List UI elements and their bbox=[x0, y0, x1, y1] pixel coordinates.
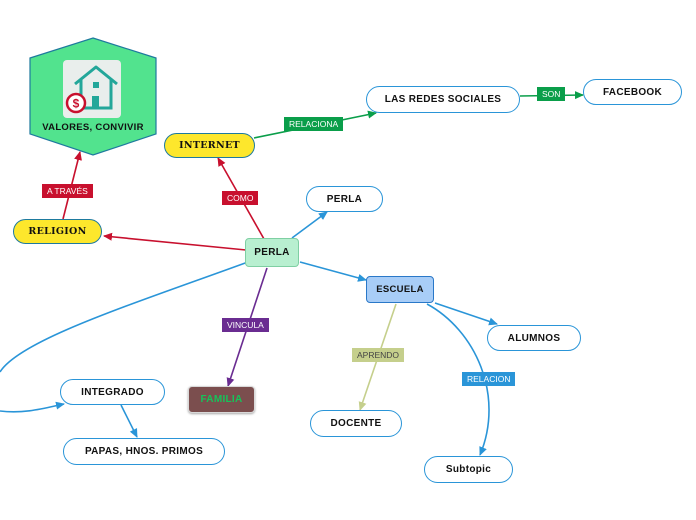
node-alumnos[interactable]: ALUMNOS bbox=[487, 325, 581, 351]
edge-label-como: COMO bbox=[222, 191, 259, 205]
node-las-redes-sociales[interactable]: LAS REDES SOCIALES bbox=[366, 86, 520, 113]
node-religion[interactable]: RELIGION bbox=[13, 219, 102, 244]
svg-text:$: $ bbox=[73, 97, 80, 111]
edge-escuela-alumnos bbox=[434, 302, 498, 326]
node-perla-top[interactable]: PERLA bbox=[306, 186, 383, 212]
edge-label-a-traves: A TRAVÉS bbox=[42, 184, 93, 198]
edge-label-relaciona: RELACIONA bbox=[284, 117, 344, 131]
node-subtopic[interactable]: Subtopic bbox=[424, 456, 513, 483]
node-internet[interactable]: INTERNET bbox=[164, 133, 255, 158]
edge-label-vincula: VINCULA bbox=[222, 318, 269, 332]
node-facebook[interactable]: FACEBOOK bbox=[583, 79, 682, 105]
edge-integrado-incoming bbox=[0, 401, 65, 413]
house-dollar-icon: $ bbox=[63, 60, 121, 118]
node-familia[interactable]: FAMILIA bbox=[188, 386, 255, 413]
edge-label-aprendo: APRENDO bbox=[352, 348, 405, 362]
edge-perla-escuela bbox=[299, 261, 367, 282]
edge-escuela-subtopic bbox=[426, 303, 490, 456]
edge-label-son: SON bbox=[537, 87, 566, 101]
node-papas-hnos-primos[interactable]: PAPAS, HNOS. PRIMOS bbox=[63, 438, 225, 465]
edge-perla-religion bbox=[103, 232, 247, 251]
edge-perla-perlatop bbox=[291, 211, 328, 239]
node-integrado[interactable]: INTEGRADO bbox=[60, 379, 165, 405]
node-escuela[interactable]: ESCUELA bbox=[366, 276, 434, 303]
edge-integrado-papas bbox=[120, 404, 138, 438]
node-valores-convivir[interactable]: VALORES, CONVIVIR bbox=[42, 121, 144, 133]
node-docente[interactable]: DOCENTE bbox=[310, 410, 402, 437]
node-perla-center[interactable]: PERLA bbox=[245, 238, 299, 267]
edge-perla-integrado bbox=[0, 261, 249, 373]
edge-label-relacion: RELACION bbox=[462, 372, 516, 386]
